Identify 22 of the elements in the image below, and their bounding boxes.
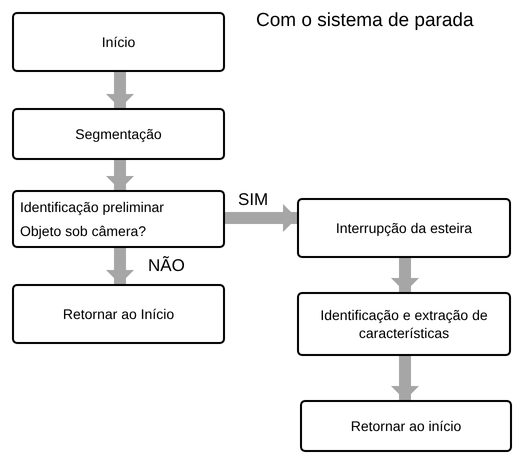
process-box	[300, 400, 512, 452]
arrow	[391, 258, 419, 292]
process-box	[12, 284, 225, 344]
box-text: Início	[102, 32, 136, 52]
box-text: Objeto sob câmera?	[20, 222, 146, 240]
arrow	[225, 204, 297, 232]
process-box	[297, 292, 511, 356]
diagram-title: Com o sistema de parada	[256, 10, 474, 32]
box-text: Retornar ao Início	[62, 304, 174, 324]
box-text: Segmentação	[75, 124, 162, 144]
process-box	[297, 198, 511, 258]
arrow	[106, 160, 134, 190]
process-box	[12, 108, 225, 160]
arrow	[391, 356, 419, 400]
box-text: Retornar ao início	[350, 416, 462, 436]
process-box	[12, 190, 225, 248]
box-text: Identificação preliminar	[20, 198, 164, 216]
box-text: Interrupção da esteira	[336, 218, 472, 238]
process-box	[12, 12, 225, 72]
arrow	[106, 248, 134, 284]
box-text: Identificação e extração de características	[319, 306, 489, 342]
arrow	[106, 72, 134, 108]
